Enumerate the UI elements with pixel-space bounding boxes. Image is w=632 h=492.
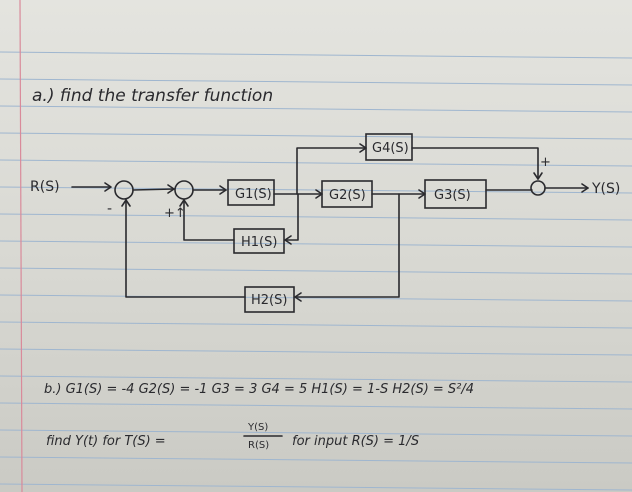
rule-line [0,267,632,275]
block-h1-label: H1(S) [241,235,277,250]
rule-line [0,429,632,437]
rule-line [0,159,632,167]
block-h2 [244,286,295,313]
arrowhead-g1 [219,185,227,195]
rule-line [0,51,632,59]
rule-line [0,375,632,383]
block-g1 [227,179,275,206]
rule-line [0,483,632,491]
arrowhead-sj2 [167,184,175,194]
sign-sj2: +↑ [164,206,186,221]
part-b-task-suffix: for input R(S) = 1/S [292,434,419,449]
margin-line [19,0,23,492]
part-b-task-prefix: find Y(t) for T(S) = [46,434,166,449]
minus-sign-1: - [107,201,112,217]
tf-denominator: R(S) [248,440,269,451]
rule-line [0,402,632,410]
block-g1-label: G1(S) [235,187,272,202]
line-to-h2 [294,193,400,298]
line-h2-sj1 [125,199,246,298]
arrowhead-h2 [294,292,302,302]
rule-line [0,456,632,464]
rule-line [0,294,632,302]
line-to-g4 [296,147,367,195]
input-arrowhead [104,182,112,192]
block-h2-label: H2(S) [251,293,287,308]
summing-junction-2 [174,180,194,200]
line-to-h1 [284,193,299,241]
block-g4 [365,133,413,161]
summing-junction-1 [114,180,134,200]
block-g3-label: G3(S) [434,188,471,203]
output-label: Y(S) [591,181,620,197]
block-g2-label: G2(S) [329,188,366,203]
part-a-heading: a.) find the transfer function [32,86,273,106]
rule-line [0,132,632,140]
arrowhead-sj3 [533,172,543,180]
rule-line [0,240,632,248]
rule-line [0,105,632,113]
line-h1-sj2 [183,199,235,241]
rule-line [0,213,632,221]
plus-sign-sj3: + [540,155,551,170]
arrowhead-h1 [284,235,292,245]
arrowhead-h1-sj2 [179,199,189,207]
summing-junction-3 [530,180,546,196]
block-g3 [424,179,487,209]
rule-line [0,321,632,329]
line-sj1-sj2 [132,188,175,191]
output-arrowhead [581,183,589,193]
input-label: R(S) [30,179,60,195]
rule-line [0,78,632,86]
rule-line [0,348,632,356]
block-g4-label: G4(S) [372,141,409,156]
part-b-given: b.) G1(S) = -4 G2(S) = -1 G3 = 3 G4 = 5 … [44,382,474,397]
block-h1 [233,228,285,254]
line-g4-sj3 [411,147,539,180]
arrowhead-h2-sj1 [121,199,131,207]
tf-numerator: Y(S) [247,422,268,433]
